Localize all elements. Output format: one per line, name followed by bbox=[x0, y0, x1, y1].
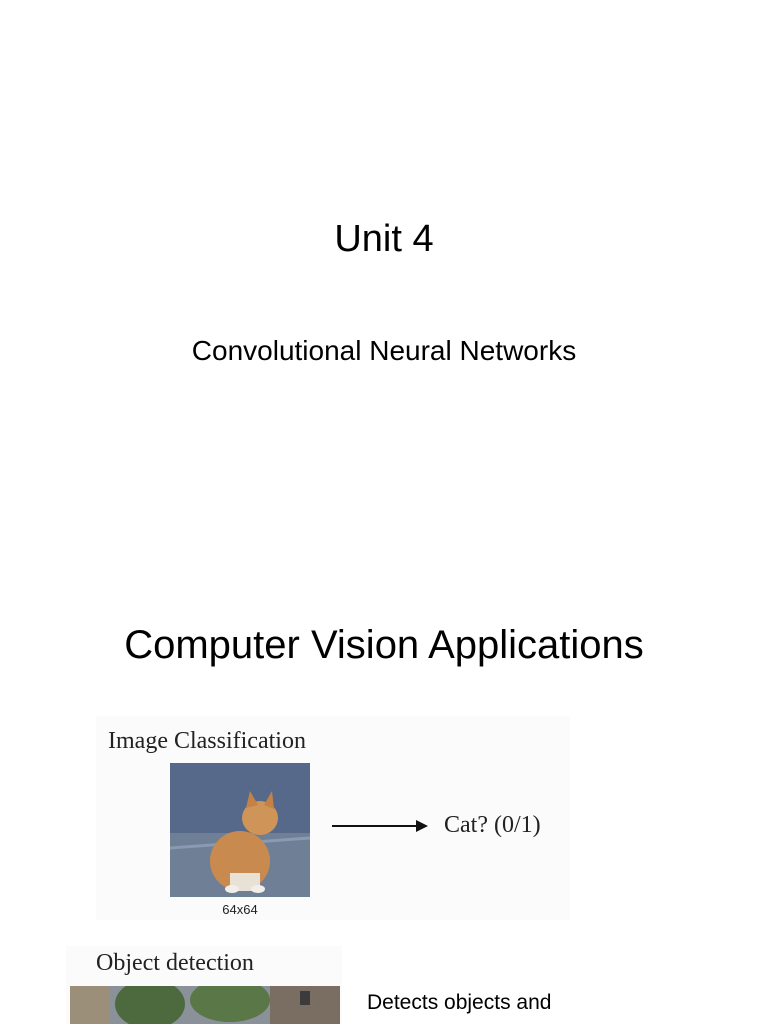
object-detection-heading: Object detection bbox=[96, 950, 254, 976]
image-classification-heading: Image Classification bbox=[108, 728, 306, 754]
street-image bbox=[70, 986, 340, 1024]
slide-subtitle: Convolutional Neural Networks bbox=[191, 335, 577, 366]
classification-output: Cat? (0/1) bbox=[444, 812, 541, 838]
slide-title: Unit 4 bbox=[334, 218, 434, 260]
arrow-line bbox=[332, 825, 418, 827]
cat-image bbox=[170, 763, 310, 897]
object-detection-description: Detects objects and bbox=[367, 991, 552, 1014]
section-title: Computer Vision Applications bbox=[124, 623, 644, 667]
arrow-head-icon bbox=[416, 820, 428, 832]
image-size-label: 64x64 bbox=[222, 902, 258, 917]
